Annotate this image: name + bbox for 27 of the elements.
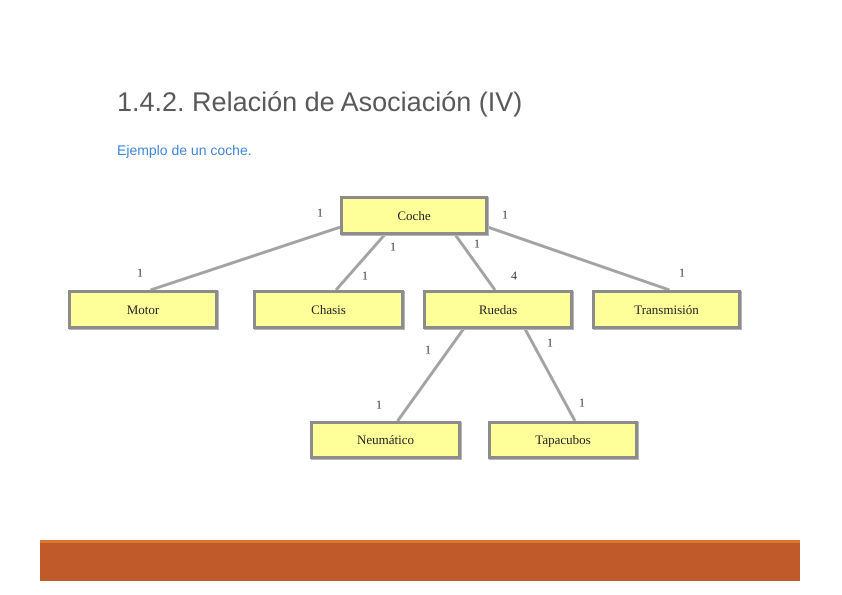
class-box: Motor — [68, 290, 218, 329]
multiplicity-label: 1 — [317, 206, 323, 220]
class-box: Transmisión — [592, 290, 741, 329]
multiplicity-label: 1 — [390, 240, 396, 254]
multiplicity-label: 1 — [376, 398, 382, 412]
class-box: Neumático — [310, 421, 461, 459]
multiplicity-label: 1 — [502, 208, 508, 222]
multiplicity-label: 4 — [511, 270, 517, 282]
multiplicity-label: 1 — [425, 344, 431, 356]
association-line — [488, 226, 670, 292]
class-box: Coche — [340, 196, 488, 235]
association-line — [454, 234, 496, 291]
association-line — [524, 328, 576, 422]
multiplicity-label: 1 — [474, 238, 480, 250]
class-box: Tapacubos — [488, 421, 638, 459]
subtitle: Ejemplo de un coche. — [117, 141, 252, 159]
association-line — [334, 234, 386, 291]
multiplicity-label: 1 — [362, 270, 368, 282]
multiplicity-label: 1 — [137, 266, 143, 280]
class-box: Ruedas — [423, 290, 573, 329]
multiplicity-label: 1 — [679, 266, 685, 280]
multiplicity-label: 1 — [547, 336, 553, 350]
association-line — [150, 226, 340, 292]
class-box: Chasis — [253, 290, 404, 329]
slide-title: 1.4.2. Relación de Asociación (IV) — [117, 86, 522, 119]
multiplicity-label: 1 — [579, 396, 585, 410]
association-line — [396, 328, 465, 422]
